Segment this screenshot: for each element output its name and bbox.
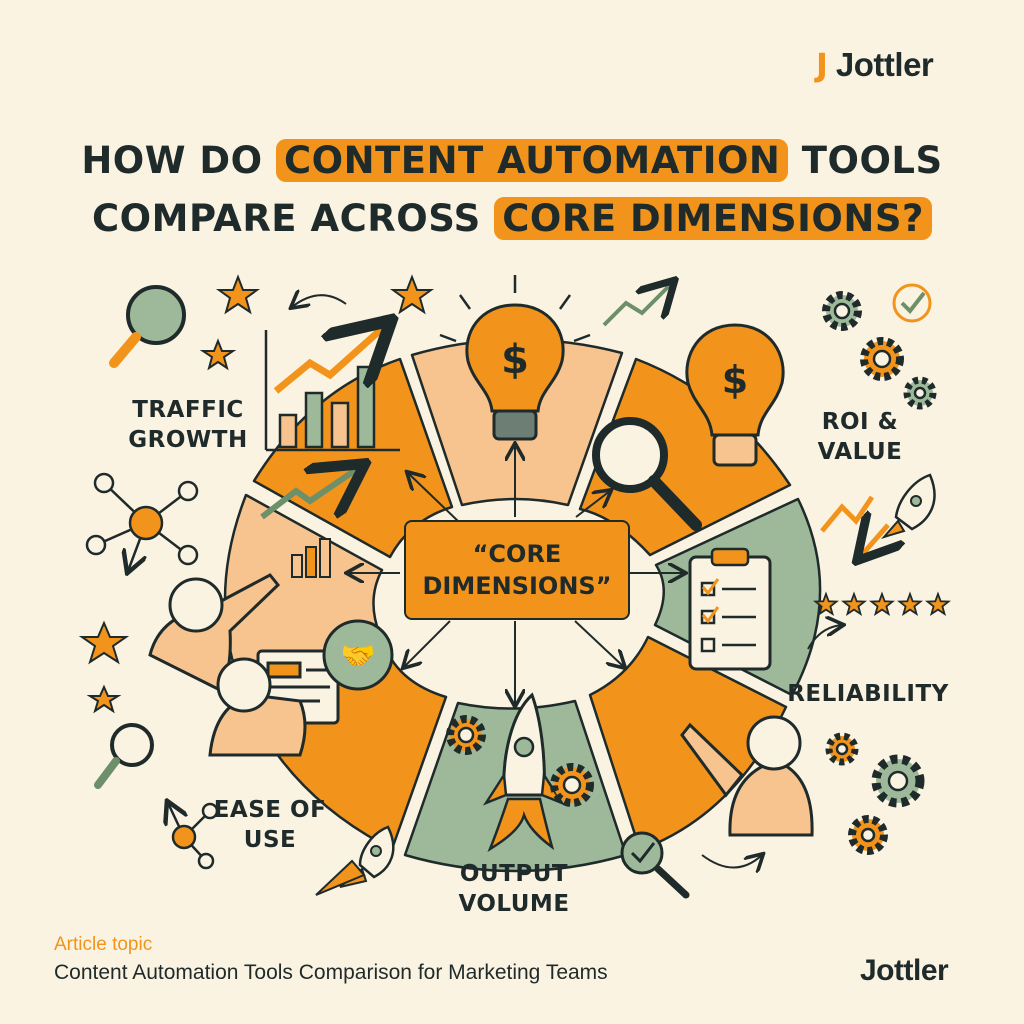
page-title: HOW DO CONTENT AUTOMATION TOOLS COMPARE … <box>0 132 1024 248</box>
label-line: EASE OF <box>213 797 327 823</box>
star-icon <box>813 591 839 616</box>
currency-symbol-2: $ <box>722 358 748 402</box>
label-traffic-growth: TRAFFIC GROWTH <box>118 395 258 455</box>
label-ease-of-use: EASE OF USE <box>210 795 330 855</box>
label-line: RELIABILITY <box>787 681 949 707</box>
jottler-logo-icon: J <box>816 46 828 84</box>
gear-icons <box>446 291 937 855</box>
center-line-2: DIMENSIONS” <box>422 572 612 600</box>
center-core-dimensions: “CORE DIMENSIONS” <box>404 520 630 620</box>
label-line: ROI & <box>821 409 899 435</box>
label-line: USE <box>243 827 297 853</box>
label-line: GROWTH <box>128 427 248 453</box>
small-growth-icon <box>260 467 360 578</box>
title-highlight-2: CORE DIMENSIONS? <box>494 197 932 240</box>
star-icon <box>869 591 895 616</box>
label-roi-value: ROI & VALUE <box>800 407 920 467</box>
check-badge-icons <box>620 283 932 899</box>
footer-article-topic: Content Automation Tools Comparison for … <box>54 961 608 984</box>
bar-chart-growth-icon <box>264 325 400 452</box>
handshake-icon: 🤝 <box>341 639 376 672</box>
header-logo[interactable]: J Jottler <box>816 46 934 84</box>
center-line-1: “CORE <box>472 540 562 568</box>
currency-symbol: $ <box>501 337 529 383</box>
star-icon <box>841 591 867 616</box>
star-icon <box>925 591 951 616</box>
footer-article-label: Article topic <box>54 934 153 955</box>
lightbulb-money-icon: $ <box>439 275 591 441</box>
segment-top-right <box>578 357 792 557</box>
search-icons <box>94 285 186 789</box>
label-line: VOLUME <box>458 891 570 917</box>
person-laptop-icon: 🤝 <box>208 619 394 757</box>
trend-up-icon <box>602 283 672 327</box>
magnifier-icon <box>592 417 702 531</box>
lightbulb-roi-icon: $ <box>685 323 785 467</box>
center-arrows <box>292 295 842 867</box>
footer-brand[interactable]: Jottler <box>860 954 949 987</box>
network-icons <box>85 472 219 870</box>
label-line: VALUE <box>817 439 903 465</box>
label-line: TRAFFIC <box>132 397 244 423</box>
rating-stars <box>813 591 951 616</box>
logo-text: Jottler <box>835 46 934 83</box>
diagram-graphics: $ $ <box>78 274 951 899</box>
title-part-3: COMPARE ACROSS <box>92 197 495 240</box>
person-right-icon <box>680 715 814 837</box>
title-part-2: TOOLS <box>788 139 943 182</box>
rocket-icons <box>315 473 936 896</box>
title-highlight-1: CONTENT AUTOMATION <box>275 139 789 182</box>
core-dimensions-diagram: $ $ <box>0 255 1024 945</box>
label-line: OUTPUT <box>459 861 569 887</box>
star-icon <box>897 591 923 616</box>
checklist-clipboard-icon <box>688 547 772 671</box>
title-part-1: HOW DO <box>81 139 276 182</box>
star-icons <box>78 274 435 714</box>
label-reliability: RELIABILITY <box>778 679 958 709</box>
label-output-volume: OUTPUT VOLUME <box>444 859 584 919</box>
